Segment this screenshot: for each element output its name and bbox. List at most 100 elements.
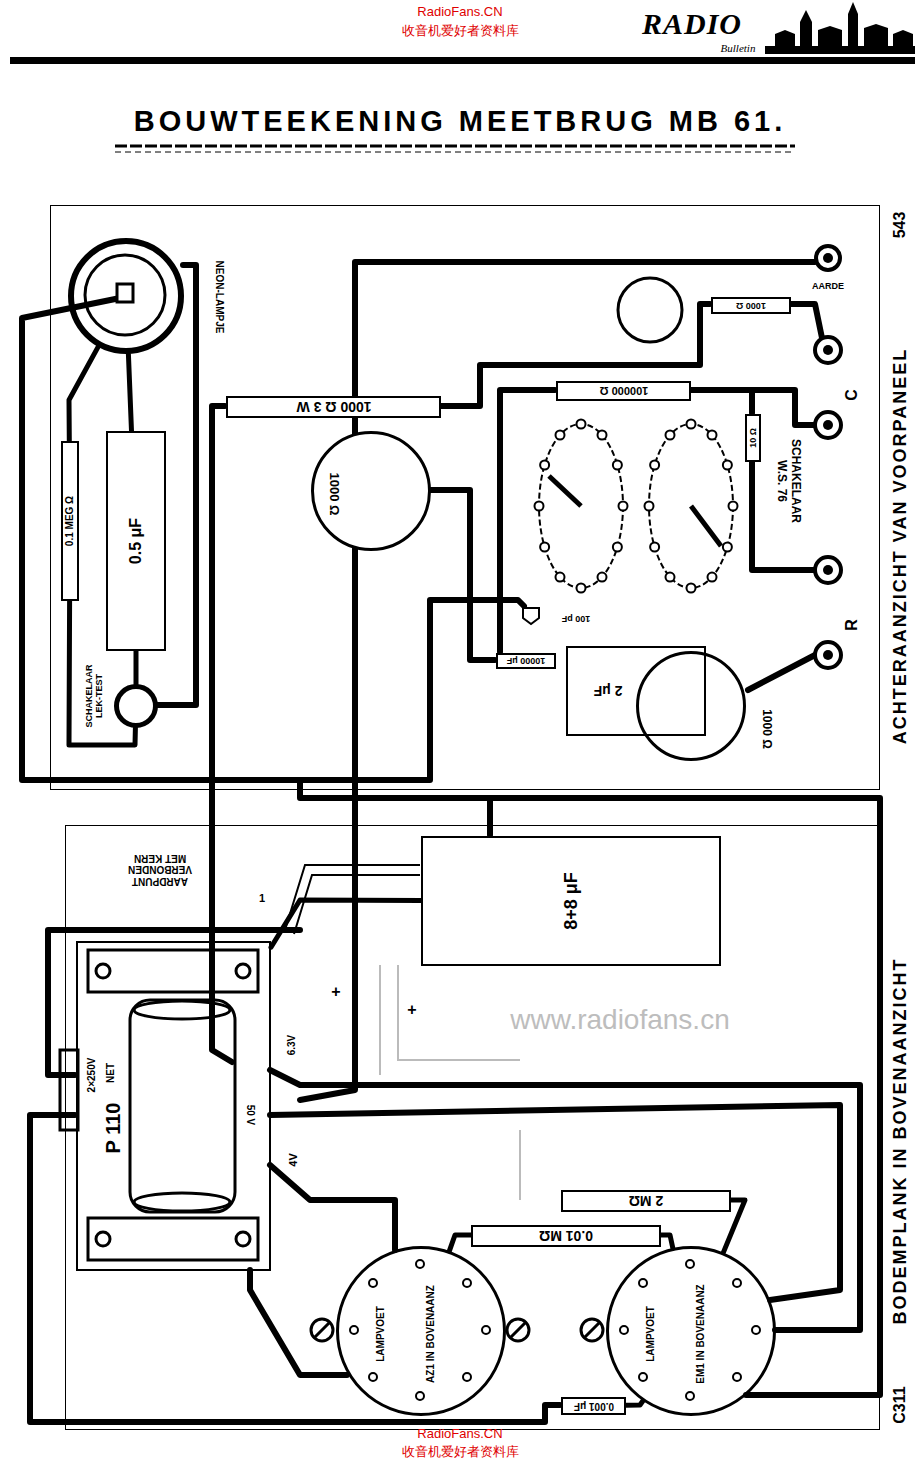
neon-lamp: NEON-LAMPJE [68,238,184,354]
wire-connector [626,1401,643,1405]
panel-hole [618,278,682,342]
wire [500,390,555,652]
winding-label: 4V [287,1151,300,1168]
wire [748,655,815,690]
watermark: RadioFans.CN [417,1427,502,1442]
sheet-number: C311 [891,1386,909,1423]
logo-text: RADIO [642,7,742,42]
screw-slot [315,1323,599,1337]
terminal-core [823,253,833,660]
capacitor-symbol: 10000 μF [496,653,556,669]
switch-contact [540,543,549,552]
socket-screw [311,1319,603,1341]
resistor-value: 100000 Ω [599,385,648,398]
switch-contact [723,461,732,470]
lamp-label: NEON-LAMPJE [213,261,225,334]
capacitor-symbol: 100 pF [521,606,541,626]
wire [48,930,300,1075]
wire [487,798,493,835]
resistor-value: 0.01 MΩ [539,1228,593,1244]
switch-contact [598,573,607,582]
logo-text: Bulletin [721,42,756,55]
header-bar [10,57,915,64]
wire [212,406,232,1062]
terminal-label: C [843,389,861,401]
terminal [815,246,841,668]
switch-contact [650,461,659,470]
switch-contact [687,420,696,429]
skyline-logo [765,2,915,54]
wire [300,262,815,1100]
wire [430,490,495,660]
resistor-symbol: 2 MΩ [561,1190,731,1212]
switch-contact [613,543,622,552]
panel-heading: ACHTERAANZICHT VAN VOORPANEEL [890,348,911,744]
switch-contact [556,430,565,439]
wire-connector [661,1235,673,1248]
wire-connector [128,354,131,431]
switch-contact [540,461,549,470]
watermark: www.radiofans.cn [510,1004,729,1036]
capacitor-symbol: 0.5 μF [106,431,166,651]
switch-contact [723,543,732,552]
capacitor-symbol: 0.001 μF [561,1397,626,1415]
wire [300,780,880,1050]
wire [30,1115,560,1422]
capacitor-value: 0.5 μF [127,518,145,564]
tube-socket: LAMPVOETEM1 IN BOVENAANZ [606,1246,776,1416]
switch-contact [613,461,622,470]
switch-contact [577,420,586,429]
switch-contact [619,502,628,511]
socket-pin [350,1260,760,1400]
watermark: 收音机爱好者资料库 [402,1445,519,1460]
switch-contact [666,430,675,439]
capacitor-symbol: 2 μF [566,646,706,736]
resistor-symbol: 0.1 MEG Ω [61,441,79,601]
winding-label: 2×250V [86,1058,98,1093]
resistor-symbol: 10 Ω [745,414,761,462]
resistor-value: 2 MΩ [629,1193,664,1209]
switch-contact [708,430,717,439]
transformer-type: P 110 [102,1103,125,1154]
resistor-value: 10 Ω [748,428,758,448]
neon-lamp-inner [85,255,165,335]
wire [270,1165,395,1250]
transformer: P 110 [76,941,271,1271]
wire [790,304,822,338]
panel-heading: BODEMPLANK IN BOVENAANZICHT [890,958,911,1325]
tube-socket: LAMPVOET AZ1 IN BOVENAANZ [336,1246,506,1416]
switch-contact [708,573,717,582]
polarity-mark: + [405,1001,418,1019]
socket-label: AZ1 IN BOVENAANZ [425,1285,437,1383]
switch-wafer [649,424,733,588]
socket-label: LAMPVOET [375,1306,387,1362]
wire [250,1270,347,1375]
resistor-symbol: 1000 Ω 3 W [226,396,441,418]
switch-contact [577,584,586,593]
base-board: BODEMPLANK IN BOVENAANZICHT8+8 μFP 1102 … [65,825,880,1430]
switch-contact [729,502,738,511]
resistor-symbol: 0.01 MΩ [471,1225,661,1247]
wire [440,304,710,406]
winding-label: 50 V [244,1105,256,1126]
capacitor-value: 8+8 μF [561,872,582,930]
switch-contact [687,584,696,593]
drawing-title: BOUWTEEKENING MEETBRUG MB 61. [134,105,787,138]
potentiometer-symbol: 1000 Ω [311,431,431,551]
wire [270,1105,840,1300]
switch-contact [556,573,565,582]
potentiometer-symbol: 1000 Ω [636,651,746,761]
switch-outline [526,411,771,601]
wire-connector [69,347,98,441]
switch-label: SCHAKELAAR W.S. 76 [774,436,802,526]
wire [270,1070,860,1330]
transformer-core [60,950,258,1260]
potentiometer-value: 1000 Ω [327,473,342,516]
title-underline [115,145,795,148]
resistor-value: 1000 Ω 3 W [296,399,371,415]
watermark: RadioFans.CN [417,5,502,20]
switch-contact-arm [549,476,581,506]
